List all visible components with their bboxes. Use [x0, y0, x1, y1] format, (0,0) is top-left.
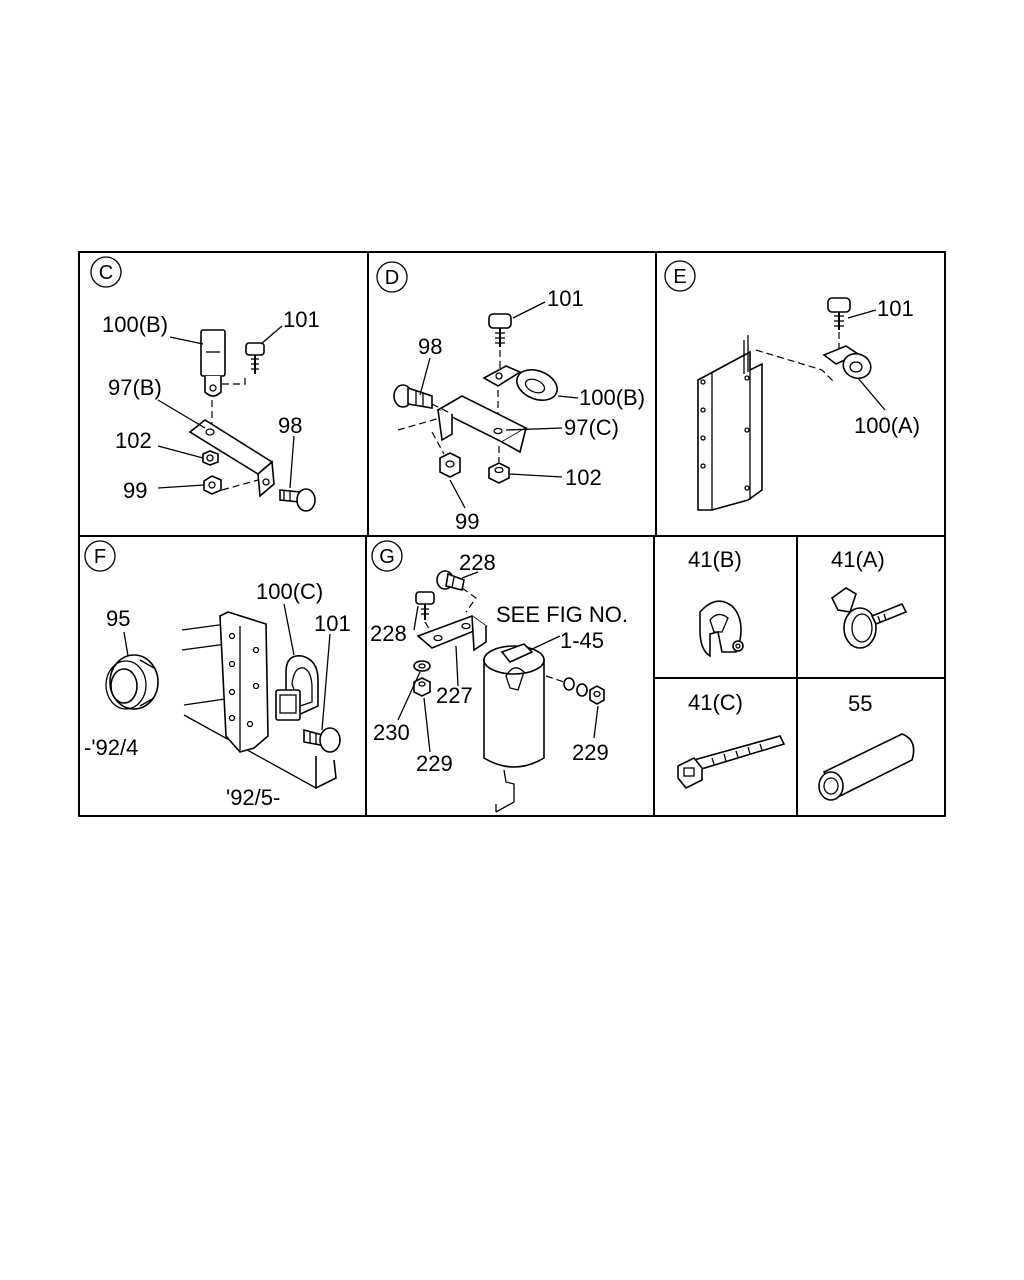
bolt-part	[393, 384, 433, 409]
label-230: 230	[373, 720, 410, 745]
panel-g-id-circle	[371, 540, 403, 572]
panel-c: C	[90, 256, 320, 512]
panel-f-id-circle	[84, 540, 116, 572]
nut-part	[202, 450, 219, 466]
panel-d-id: D	[385, 267, 399, 289]
washer-part	[413, 660, 431, 672]
label-100b: 100(B)	[579, 385, 645, 410]
label-100a: 100(A)	[854, 413, 920, 438]
label-55: 55	[848, 691, 872, 716]
bolt-part	[827, 297, 851, 330]
label-102: 102	[115, 428, 152, 453]
cable-tie-part	[677, 735, 786, 790]
panel-d: D	[376, 261, 645, 534]
label-227: 227	[436, 683, 473, 708]
label-41a: 41(A)	[831, 547, 885, 572]
nut-part	[203, 475, 222, 495]
label-101: 101	[314, 611, 351, 636]
nut-part	[589, 685, 605, 705]
label-99: 99	[455, 509, 479, 534]
panel-g-id: G	[379, 546, 395, 568]
nut-part	[413, 677, 431, 697]
washer-part	[563, 677, 588, 697]
label-92-4: -'92/4	[84, 735, 138, 760]
panel-f: F	[84, 540, 351, 810]
label-101: 101	[877, 296, 914, 321]
clamp-part	[699, 600, 744, 658]
bolt-part	[488, 313, 512, 347]
panel-c-id: C	[99, 262, 113, 284]
bracket-part	[436, 395, 528, 454]
bracket-part	[188, 419, 275, 498]
bolt-part	[436, 570, 465, 591]
grommet-part	[105, 654, 159, 710]
label-229: 229	[572, 740, 609, 765]
panel-55: 55	[818, 691, 915, 801]
panel-e-id: E	[673, 266, 686, 288]
label-229: 229	[416, 751, 453, 776]
bolt-part	[415, 591, 435, 620]
fuel-filter-part	[483, 643, 545, 813]
label-99: 99	[123, 478, 147, 503]
label-97b: 97(B)	[108, 375, 162, 400]
clip-part	[482, 365, 558, 401]
panel-41b: 41(B)	[688, 547, 744, 658]
label-102: 102	[565, 465, 602, 490]
panel-41a: 41(A)	[830, 547, 908, 649]
panel-d-id-circle	[376, 261, 408, 293]
hose-clip-part	[830, 587, 908, 649]
label-228: 228	[370, 621, 407, 646]
frame-bracket-part	[181, 611, 337, 790]
panel-e: E	[664, 260, 920, 511]
label-41c: 41(C)	[688, 690, 743, 715]
label-97c: 97(C)	[564, 415, 619, 440]
label-fig-1-45: 1-45	[560, 628, 604, 653]
clip-part	[822, 345, 872, 380]
bolt-part	[303, 727, 341, 753]
tube-part	[818, 733, 915, 801]
bolt-part	[245, 342, 265, 374]
clip-part	[200, 329, 226, 397]
bracket-part	[416, 615, 488, 652]
panel-e-id-circle	[664, 260, 696, 292]
label-98: 98	[418, 334, 442, 359]
label-92-5: '92/5-	[226, 785, 280, 810]
label-98: 98	[278, 413, 302, 438]
nut-part	[488, 462, 510, 484]
label-95: 95	[106, 606, 130, 631]
panel-f-id: F	[94, 546, 106, 568]
label-100b: 100(B)	[102, 312, 168, 337]
label-101: 101	[547, 286, 584, 311]
frame-rail-part	[697, 335, 763, 511]
label-see-fig-no: SEE FIG NO.	[496, 602, 628, 627]
panel-grid	[78, 251, 946, 817]
clip-part	[275, 655, 319, 721]
panel-g: G	[370, 540, 628, 813]
panel-41c: 41(C)	[677, 690, 786, 790]
label-228: 228	[459, 550, 496, 575]
label-101: 101	[283, 307, 320, 332]
panel-c-id-circle	[90, 256, 122, 288]
label-100c: 100(C)	[256, 579, 323, 604]
label-41b: 41(B)	[688, 547, 742, 572]
bolt-part	[279, 488, 316, 512]
nut-part	[439, 452, 461, 478]
